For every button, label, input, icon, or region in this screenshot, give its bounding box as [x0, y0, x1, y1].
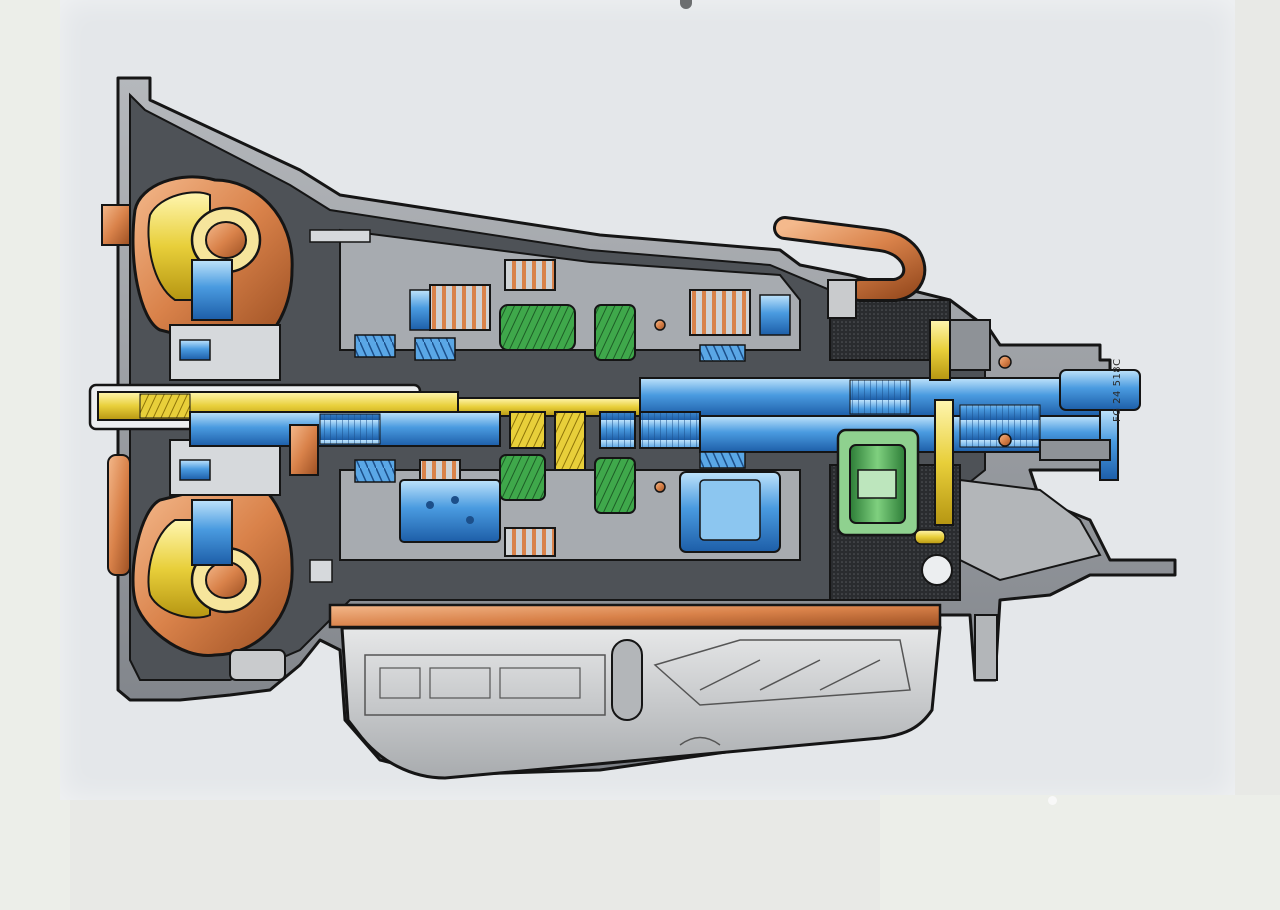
oil-pan — [328, 603, 942, 780]
pin-mark — [680, 0, 692, 9]
tail-housing — [921, 478, 1102, 681]
backdrop-bottom-right — [880, 795, 1280, 910]
breather-pipe — [773, 216, 927, 319]
planetary-gearsets — [289, 304, 701, 514]
backdrop-left — [0, 0, 70, 910]
pin-hole — [1048, 796, 1057, 805]
detail-marks — [309, 229, 1012, 583]
torque-converter — [101, 175, 294, 681]
drawing-reference-code: FG 24 518C — [1112, 358, 1123, 422]
clutch-packs — [354, 259, 791, 557]
parking-coupling — [836, 319, 954, 545]
